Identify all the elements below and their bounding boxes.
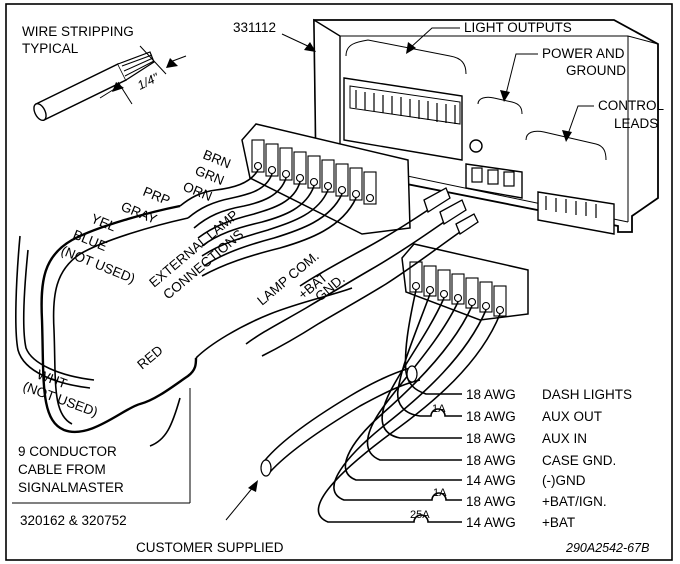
- drawing-number: 290A2542-67B: [565, 541, 649, 555]
- function-dash-lights: DASH LIGHTS: [542, 387, 632, 402]
- control-terminal-block: [401, 243, 529, 321]
- wire-stripping-label: WIRE STRIPPING: [22, 24, 134, 39]
- strip-length-label: 1/4": [135, 70, 161, 92]
- function-bat-ign: +BAT/IGN.: [542, 494, 607, 509]
- power-ground-label: POWER AND: [542, 46, 625, 61]
- function-aux-in: AUX IN: [542, 431, 587, 446]
- control-leads-label-2: LEADS: [614, 116, 658, 131]
- fuse-bat: 25A: [410, 509, 430, 521]
- gauge-aux-in: 18 AWG: [466, 431, 516, 446]
- control-leads-label: CONTROL: [598, 98, 664, 113]
- connection-list: 18 AWG DASH LIGHTS 18 AWG AUX OUT 18 AWG…: [466, 387, 632, 530]
- cable-label-1: 9 CONDUCTOR: [18, 444, 117, 459]
- wire-stripping-typical: TYPICAL: [22, 41, 79, 56]
- cable-bundle: [40, 204, 198, 434]
- part-number-label: 331112: [233, 20, 276, 35]
- cable-label-2: CABLE FROM: [18, 462, 106, 477]
- function-case-gnd: CASE GND.: [542, 453, 616, 468]
- red-wire-label: RED: [134, 342, 166, 372]
- wire-stripping-illustration: [33, 45, 187, 122]
- gauge-case-gnd: 18 AWG: [466, 453, 516, 468]
- power-ground-label-2: GROUND: [566, 63, 626, 78]
- gauge-neg-gnd: 14 AWG: [466, 473, 516, 488]
- cable-label-3: SIGNALMASTER: [18, 480, 124, 495]
- gauge-bat: 14 AWG: [466, 515, 516, 530]
- control-wires: [317, 289, 501, 523]
- light-outputs-label: LIGHT OUTPUTS: [464, 20, 572, 35]
- lamp-wires: [179, 169, 357, 277]
- wire-color-prp: PRP: [141, 184, 172, 208]
- customer-supplied-label: CUSTOMER SUPPLIED: [136, 540, 284, 555]
- fuse-bat-ign: 1A: [433, 487, 447, 499]
- function-neg-gnd: (-)GND: [542, 473, 586, 488]
- fuse-aux-out: 1A: [432, 403, 446, 415]
- gauge-dash-lights: 18 AWG: [466, 387, 516, 402]
- function-aux-out: AUX OUT: [542, 409, 602, 424]
- gauge-aux-out: 18 AWG: [466, 409, 516, 424]
- diagram-frame: [5, 3, 673, 561]
- function-bat: +BAT: [542, 515, 575, 530]
- lamp-com-wires: [245, 209, 461, 357]
- cable-part-numbers: 320162 & 320752: [20, 513, 127, 528]
- lamp-com-plugs: [423, 187, 479, 235]
- gauge-bat-ign: 18 AWG: [466, 494, 516, 509]
- customer-supplied-bundle: [225, 365, 421, 521]
- wire-color-gray: GRAY: [119, 199, 159, 227]
